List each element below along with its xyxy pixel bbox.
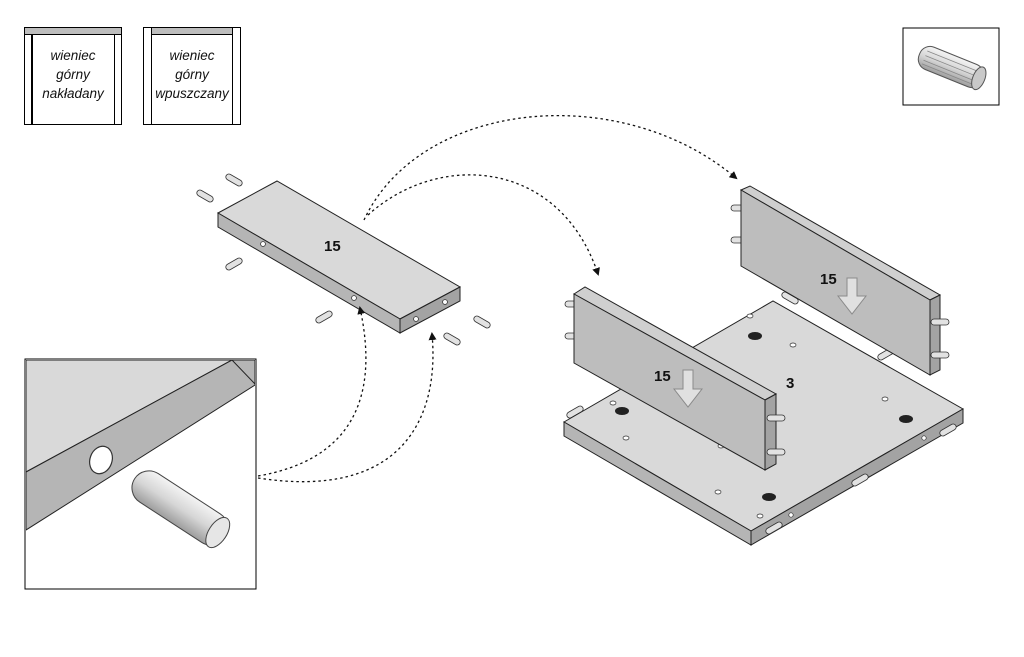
legend-left-wall xyxy=(31,34,33,124)
back-panel-label: 15 xyxy=(820,271,837,288)
front-panel-label: 15 xyxy=(654,368,671,385)
legend-inset-text: wieniec górny wpuszczany xyxy=(144,46,240,103)
front-panel: 15 xyxy=(564,286,786,471)
arrow-down-icon xyxy=(672,369,704,408)
legend-overlay-line3: nakładany xyxy=(42,86,104,101)
legend-inset-left-wall xyxy=(144,28,152,124)
legend-right-wall xyxy=(114,34,115,124)
legend-overlay-line1: wieniec xyxy=(50,48,96,63)
legend-inset-line3: wpuszczany xyxy=(155,86,229,101)
movement-arrows xyxy=(257,114,738,483)
top-panel-label: 15 xyxy=(324,238,341,255)
legend-inset-bar xyxy=(152,28,232,35)
top-panel: 15 xyxy=(216,180,462,334)
legend-overlay-top: wieniec górny nakładany xyxy=(24,27,122,125)
dowel-detail xyxy=(131,470,231,549)
legend-overlay-text: wieniec górny nakładany xyxy=(25,46,121,103)
legend-inset-top: wieniec górny wpuszczany xyxy=(143,27,241,125)
legend-overlay-line2: górny xyxy=(56,67,90,82)
legend-inset-line1: wieniec xyxy=(169,48,215,63)
legend-inset-line2: górny xyxy=(175,67,209,82)
detail-inset xyxy=(24,358,257,590)
base-panel-label: 3 xyxy=(786,375,794,392)
legend-top-bar xyxy=(25,28,121,35)
back-panel: 15 xyxy=(730,185,950,376)
legend-inset-right-wall xyxy=(232,28,240,124)
wooden-dowel-icon xyxy=(902,27,1000,106)
arrow-down-icon xyxy=(836,277,868,315)
